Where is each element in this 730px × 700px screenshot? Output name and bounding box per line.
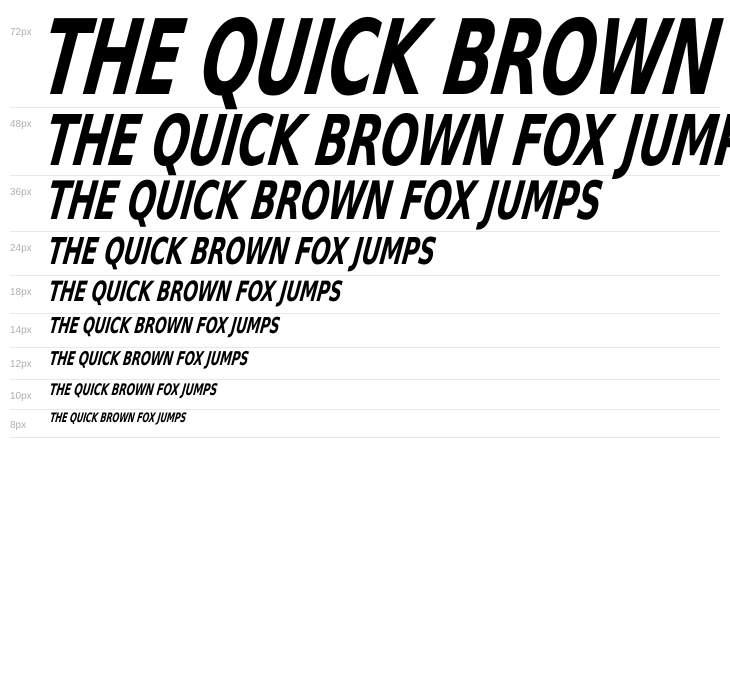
size-row-12: 12px THE QUICK BROWN FOX JUMPS bbox=[10, 348, 720, 380]
size-label: 24px bbox=[10, 243, 32, 254]
size-label: 8px bbox=[10, 420, 27, 431]
font-sample: THE QUICK BROWN FOX JUMPS bbox=[47, 314, 282, 339]
font-sample: THE QUICK BROWN FOX JUMPS bbox=[42, 171, 606, 232]
size-row-24: 24px THE QUICK BROWN FOX JUMPS bbox=[10, 230, 720, 276]
size-label: 36px bbox=[10, 187, 32, 198]
font-sample: THE QUICK BROWN FOX JUMPS bbox=[49, 411, 188, 426]
font-sample: THE QUICK BROWN FOX JUMPS bbox=[48, 380, 219, 399]
size-label: 48px bbox=[10, 119, 32, 130]
font-sample: THE QUICK BROWN FOX JUMPS bbox=[40, 100, 730, 182]
font-sample: THE QUICK BROWN FOX JUMPS bbox=[35, 0, 730, 119]
size-row-8: 8px THE QUICK BROWN FOX JUMPS bbox=[10, 410, 720, 438]
size-label: 14px bbox=[10, 325, 32, 336]
font-sample: THE QUICK BROWN FOX JUMPS bbox=[48, 348, 250, 370]
size-label: 12px bbox=[10, 359, 32, 370]
size-label: 18px bbox=[10, 287, 32, 298]
font-sample: THE QUICK BROWN FOX JUMPS bbox=[45, 230, 439, 273]
size-label: 10px bbox=[10, 391, 32, 402]
size-row-48: 48px THE QUICK BROWN FOX JUMPS bbox=[10, 100, 730, 182]
size-row-36: 36px THE QUICK BROWN FOX JUMPS bbox=[10, 171, 720, 232]
size-label: 72px bbox=[10, 27, 32, 38]
size-row-72: 72px THE QUICK BROWN FOX JUMPS bbox=[10, 0, 730, 119]
size-row-14: 14px THE QUICK BROWN FOX JUMPS bbox=[10, 314, 720, 348]
font-sample: THE QUICK BROWN FOX JUMPS bbox=[46, 275, 345, 308]
size-row-10: 10px THE QUICK BROWN FOX JUMPS bbox=[10, 380, 720, 410]
size-row-18: 18px THE QUICK BROWN FOX JUMPS bbox=[10, 275, 720, 314]
